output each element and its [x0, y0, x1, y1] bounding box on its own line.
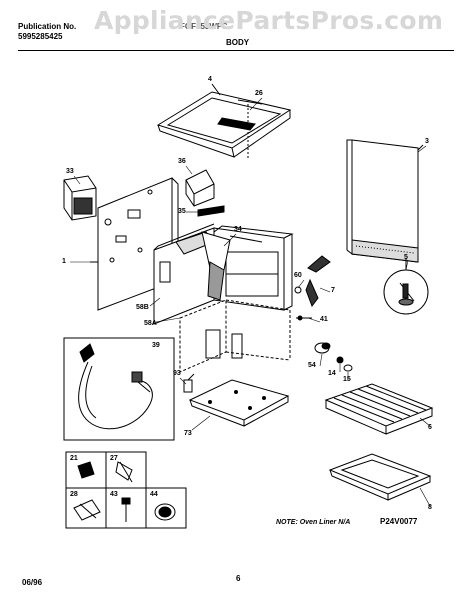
callout-6: 6 — [428, 424, 432, 431]
callout-36: 36 — [178, 158, 186, 165]
section-title: BODY — [226, 38, 250, 47]
callout-58A: 58A — [144, 320, 157, 327]
callout-21: 21 — [70, 455, 78, 462]
callout-35: 35 — [178, 208, 186, 215]
callout-5: 5 — [404, 254, 408, 261]
callout-41: 41 — [320, 316, 328, 323]
top-panel-part — [156, 91, 292, 158]
callout-58B: 58B — [136, 304, 149, 311]
bottom-plate-part — [188, 379, 290, 427]
callout-73: 73 — [184, 430, 192, 437]
watermark: AppliancePartsPros.com — [94, 6, 444, 35]
latch-part — [294, 255, 331, 308]
header-rule — [18, 50, 454, 51]
footer-page-number: 6 — [236, 574, 241, 583]
oven-liner-note: NOTE: Oven Liner N/A — [276, 519, 351, 526]
callout-4: 4 — [208, 76, 212, 83]
callout-54: 54 — [308, 362, 316, 369]
callout-26: 26 — [255, 90, 263, 97]
burner-box-part — [63, 175, 97, 221]
clip-part — [183, 373, 195, 393]
model-number: FGF353WFC — [180, 22, 228, 31]
callout-27: 27 — [110, 455, 118, 462]
leveling-leg-part — [383, 258, 429, 315]
small-parts-grid — [65, 451, 187, 529]
callout-14: 14 — [328, 370, 336, 377]
callout-34: 34 — [234, 226, 242, 233]
callout-28: 28 — [70, 491, 78, 498]
vent-bracket-part — [185, 169, 215, 207]
callout-1: 1 — [62, 258, 66, 265]
footer-date: 06/96 — [22, 578, 43, 587]
publication-number: 5995285425 — [18, 32, 63, 41]
broiler-pan-part — [328, 453, 432, 501]
callout-8: 8 — [428, 504, 432, 511]
callout-3: 3 — [425, 138, 429, 145]
lower-frame — [179, 299, 291, 373]
callout-39: 39 — [152, 342, 160, 349]
side-panel-part — [346, 139, 419, 263]
main-body-frame — [153, 223, 294, 325]
publication-label: Publication No. — [18, 22, 77, 31]
leader-lines — [70, 97, 431, 507]
callout-33: 33 — [66, 168, 74, 175]
power-cord-part — [63, 337, 175, 441]
callout-93: 93 — [173, 370, 181, 377]
screw-part — [296, 315, 312, 321]
small-fittings — [314, 342, 353, 372]
callout-15: 15 — [343, 376, 351, 383]
callout-44: 44 — [150, 491, 158, 498]
callout-60: 60 — [294, 272, 302, 279]
strip-part — [197, 205, 225, 217]
figure-code: P24V0077 — [380, 517, 418, 526]
callout-43: 43 — [110, 491, 118, 498]
oven-rack-part — [324, 383, 434, 435]
callout-7: 7 — [331, 287, 335, 294]
